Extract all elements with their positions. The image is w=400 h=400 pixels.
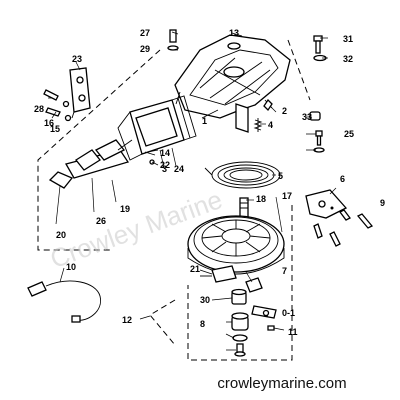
callout-11: 11 <box>288 327 298 337</box>
callout-32: 32 <box>343 54 353 64</box>
callout-2: 2 <box>282 106 287 116</box>
callout-31: 31 <box>343 34 353 44</box>
callout-7: 7 <box>282 266 287 276</box>
assembly-boundary <box>37 39 311 361</box>
callout-15: 15 <box>50 124 60 134</box>
leader-lines <box>48 31 337 351</box>
retainer-7 <box>251 305 277 319</box>
callout-4: 4 <box>268 120 273 130</box>
callout-5: 5 <box>278 171 283 181</box>
screws-left <box>43 89 72 122</box>
lockout-bracket-24 <box>305 189 348 219</box>
handle-insert-19 <box>48 171 74 189</box>
callout-26: 26 <box>96 216 106 226</box>
pin-2 <box>263 98 273 112</box>
screws-right <box>313 209 374 247</box>
callout-16: 16 <box>44 118 54 128</box>
rope-pulley-5 <box>187 215 285 275</box>
callout-22: 22 <box>160 160 170 170</box>
callout-14: 14 <box>160 148 170 158</box>
screw-16 <box>144 151 156 165</box>
callout-28: 28 <box>34 104 44 114</box>
callout-8: 8 <box>200 319 205 329</box>
callout-18: 18 <box>256 194 266 204</box>
plug-33 <box>309 111 321 121</box>
callout-33: 33 <box>302 112 312 122</box>
starter-handle <box>65 139 133 179</box>
callout-30: 30 <box>200 295 210 305</box>
sub-assembly-boundary <box>149 299 176 346</box>
callout-3: 3 <box>162 164 167 174</box>
rope-guide-14 <box>117 95 197 161</box>
callout-13: 13 <box>229 28 239 38</box>
washer-12 <box>232 334 248 342</box>
callout-21: 21 <box>190 264 200 274</box>
callout-29: 29 <box>140 44 150 54</box>
callout-6: 6 <box>340 174 345 184</box>
bracket-23 <box>69 67 91 119</box>
callout-17: 17 <box>282 191 292 201</box>
bolt-top-left <box>167 29 179 51</box>
callout-19: 19 <box>120 204 130 214</box>
bolt-31 <box>313 35 327 62</box>
callout-24: 24 <box>174 164 184 174</box>
callout-20: 20 <box>56 230 66 240</box>
callout-1: 1 <box>202 116 207 126</box>
callout-12: 12 <box>122 315 132 325</box>
screw-11 <box>234 343 246 357</box>
starter-housing <box>174 34 291 133</box>
site-url: crowleymarine.com <box>217 375 346 392</box>
screw-8 <box>267 325 275 331</box>
callout-10: 10 <box>66 262 76 272</box>
callout-25: 25 <box>344 129 354 139</box>
callout-23: 23 <box>72 54 82 64</box>
rewind-spring-3 <box>204 161 281 189</box>
cable-30 <box>27 280 101 323</box>
spring-4 <box>253 118 263 132</box>
callout-27: 27 <box>140 28 150 38</box>
spring-21 <box>231 288 247 305</box>
callout-9: 9 <box>380 198 385 208</box>
pawl-assembly <box>200 265 263 293</box>
bushing-10 <box>231 312 249 331</box>
callout-0-1: 0-1 <box>282 308 295 318</box>
